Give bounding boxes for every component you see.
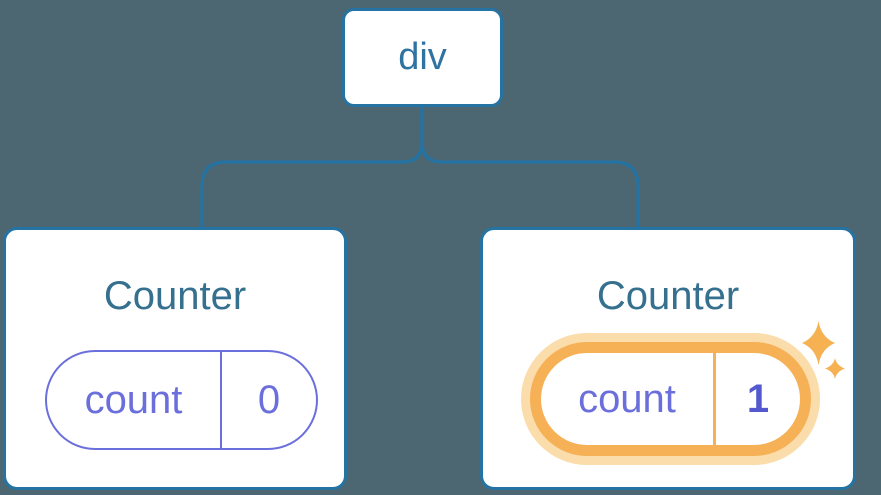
counter-title: Counter [596, 274, 740, 318]
state-value-label: 1 [746, 376, 770, 421]
state-pill-highlight-glow: count 1 [521, 333, 820, 465]
connector-right-branch [420, 100, 640, 228]
state-value-cell: 1 [716, 353, 800, 445]
state-value-cell: 0 [222, 352, 316, 448]
state-key-label: count [84, 377, 183, 422]
root-node-label: div [398, 36, 447, 78]
sparkle-icon [802, 321, 835, 365]
state-key-cell: count [541, 353, 716, 445]
state-key-label: count [578, 376, 676, 421]
counter-node-left: Counter count 0 [3, 227, 347, 490]
sparkle-icon [825, 358, 845, 379]
state-key-cell: count [47, 352, 222, 448]
connector-left-branch [200, 100, 424, 228]
root-node-div: div [342, 8, 503, 107]
state-value-label: 0 [257, 377, 281, 422]
state-pill: count 0 [45, 350, 318, 450]
state-pill-highlighted: count 1 [530, 342, 811, 456]
counter-title: Counter [103, 274, 247, 318]
counter-node-right: Counter count 1 [480, 227, 856, 490]
